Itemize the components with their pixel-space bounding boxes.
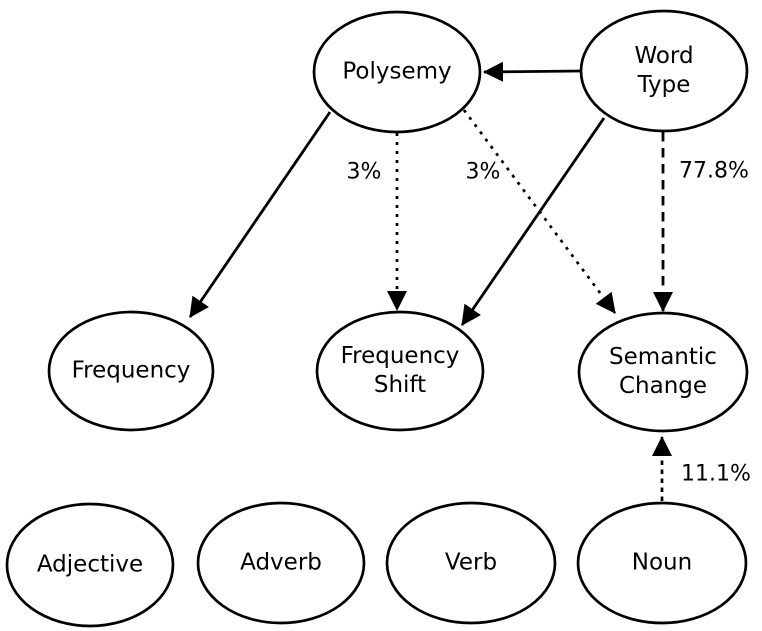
edges-layer <box>188 61 673 501</box>
node-frequency-shape <box>47 310 215 432</box>
node-frequency-label: Frequency <box>71 357 191 384</box>
node-noun-label: Noun <box>631 549 693 576</box>
node-word-type-label: Word Type <box>634 42 693 100</box>
nodes-layer <box>5 9 749 628</box>
node-semantic-change-label-line2: Change <box>618 373 708 399</box>
node-word-type-shape <box>579 9 749 133</box>
node-polysemy-shape <box>312 10 482 134</box>
node-adverb-shape <box>196 501 366 625</box>
node-semantic-change-label: Semantic Change <box>609 343 717 401</box>
node-word-type-label-line2: Type <box>637 72 691 98</box>
node-frequency-shift-label-line2: Shift <box>373 372 427 398</box>
node-frequency-shift-label: Frequency Shift <box>341 342 460 400</box>
node-adjective-label: Adjective <box>36 551 144 578</box>
node-word-type-label-line1: Word <box>634 43 694 69</box>
edge-label-word-type-semantic-change: 77.8% <box>679 158 749 184</box>
node-adjective-shape <box>5 502 175 628</box>
node-frequency-shift-shape <box>315 310 485 432</box>
edge-word-type-to-frequency-shift <box>460 117 606 326</box>
node-polysemy-label: Polysemy <box>342 58 452 85</box>
node-adverb-label: Adverb <box>240 549 322 576</box>
node-frequency-shift-label-line1: Frequency <box>340 343 460 369</box>
node-verb-shape <box>385 501 557 625</box>
node-semantic-change-shape <box>577 311 749 433</box>
node-verb-label: Verb <box>444 549 498 576</box>
edge-label-polysemy-frequency-shift: 3% <box>346 159 382 185</box>
node-semantic-change-label-line1: Semantic <box>609 344 717 370</box>
edge-label-noun-semantic-change: 11.1% <box>681 461 751 487</box>
edge-polysemy-to-frequency <box>188 111 332 318</box>
edge-word-type-to-polysemy <box>483 61 581 82</box>
node-noun-shape <box>576 501 748 625</box>
edge-label-polysemy-semantic-change: 3% <box>465 159 501 185</box>
